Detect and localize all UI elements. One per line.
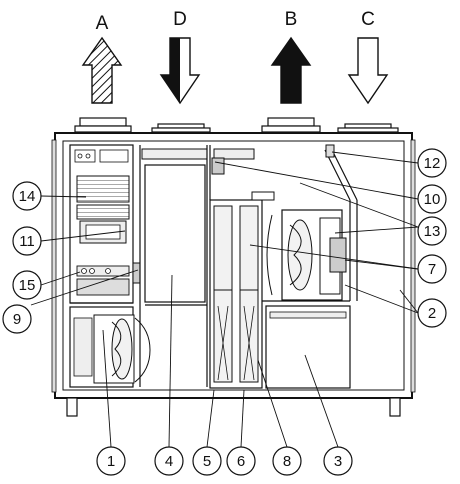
lower-right-compartment (265, 305, 351, 389)
arrow-a: A (81, 13, 123, 104)
arrow-a-letter: A (96, 13, 109, 34)
control-panel (69, 144, 141, 304)
callouts (2, 148, 447, 476)
callout-labels: 14 11 15 9 12 10 13 7 2 1 4 5 6 8 3 (13, 155, 441, 470)
arrow-up-solid-icon (270, 36, 312, 104)
callout-circle-5 (192, 446, 222, 476)
callout-label: 11 (19, 233, 35, 250)
filter-compartment (139, 145, 208, 387)
callout-circle-9 (2, 304, 32, 334)
arrow-b: B (270, 9, 312, 104)
duct-collars (74, 117, 399, 133)
callout-circle-10 (417, 184, 447, 214)
leader-lines (30, 151, 419, 448)
callout-label: 14 (19, 188, 36, 205)
arrow-d-letter: D (173, 9, 187, 30)
bypass-damper (324, 144, 358, 301)
callout-circle-12 (417, 148, 447, 178)
callout-circle-2 (417, 298, 447, 328)
arrow-c-letter: C (361, 9, 375, 30)
callout-circle-6 (226, 446, 256, 476)
callout-label: 7 (428, 261, 436, 278)
arrow-c: C (347, 9, 389, 105)
callout-circle-13 (417, 216, 447, 246)
callout-label: 1 (107, 453, 115, 470)
callout-label: 9 (13, 311, 21, 328)
callout-label: 12 (424, 155, 441, 172)
arrow-down-outline-icon (347, 37, 389, 105)
callout-label: 3 (334, 453, 342, 470)
callout-circle-11 (12, 226, 42, 256)
callout-circle-4 (154, 446, 184, 476)
callout-label: 15 (19, 277, 36, 294)
callout-circle-3 (323, 446, 353, 476)
callout-label: 4 (165, 453, 173, 470)
callout-circle-15 (12, 270, 42, 300)
callout-label: 8 (283, 453, 291, 470)
callout-label: 2 (428, 305, 436, 322)
heat-exchanger (209, 191, 275, 389)
fan-right (209, 145, 350, 302)
callout-circle-7 (417, 254, 447, 284)
callout-label: 13 (424, 223, 441, 240)
arrow-d: D (159, 9, 201, 105)
arrow-up-hatched-icon (81, 36, 123, 104)
fan-left (69, 306, 151, 388)
callout-label: 6 (237, 453, 245, 470)
callout-label: 10 (424, 191, 441, 208)
callout-label: 5 (203, 453, 211, 470)
arrow-b-letter: B (285, 9, 298, 30)
callout-circle-14 (12, 181, 42, 211)
callout-circle-8 (272, 446, 302, 476)
callout-circle-1 (96, 446, 126, 476)
